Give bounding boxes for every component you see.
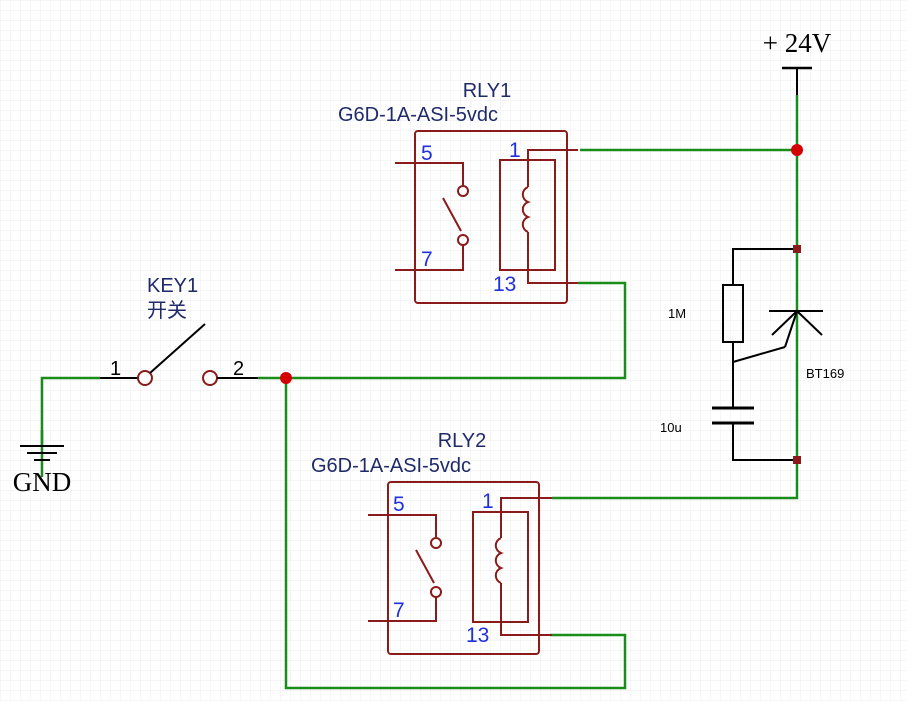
relay2-ref-label: RLY2 (438, 430, 487, 452)
thyristor-part-label: BT169 (806, 366, 844, 381)
relay-rly2: RLY2 G6D-1A-ASI-5vdc 5 7 1 13 (311, 430, 552, 655)
resistor-value-label: 1M (668, 306, 686, 321)
switch-ref-label: KEY1 (147, 275, 198, 297)
relay2-part-label: G6D-1A-ASI-5vdc (311, 455, 471, 477)
relay1-ref-label: RLY1 (463, 80, 512, 102)
relay2-pin5-label: 5 (393, 493, 405, 516)
wire-switch-to-rly1-13 (258, 281, 627, 380)
relay1-pin13-label: 13 (493, 273, 516, 296)
relay1-part-label: G6D-1A-ASI-5vdc (338, 104, 498, 126)
switch-name-label: 开关 (147, 299, 187, 322)
relay2-pin1-label: 1 (482, 490, 494, 513)
ground-label: GND (13, 467, 72, 497)
switch-pin2-label: 2 (233, 358, 244, 380)
power-24v-symbol: + 24V (763, 28, 832, 95)
power-label: + 24V (763, 28, 832, 58)
switch-key1: 1 2 KEY1 开关 (100, 275, 258, 386)
relay1-pin1-label: 1 (509, 139, 521, 162)
capacitor-value-label: 10u (660, 420, 682, 435)
relay1-pin7-label: 7 (421, 248, 433, 271)
ground-symbol: GND (13, 430, 72, 497)
switch-pin1-label: 1 (110, 358, 121, 380)
wire-switch-to-rly2-13 (284, 378, 627, 690)
relay1-pin5-label: 5 (421, 142, 433, 165)
relay2-body (387, 481, 540, 655)
rc-thyristor-network: 1M 10u BT169 (660, 245, 844, 464)
wire-24v-rail (552, 95, 799, 500)
relay1-body (414, 130, 568, 304)
thyristor-pin-top (793, 245, 801, 253)
relay2-pin7-label: 7 (393, 599, 405, 622)
junction-dot-switch (280, 372, 292, 384)
junction-dot-24v (791, 144, 803, 156)
thyristor-pin-bottom (793, 456, 801, 464)
relay-rly1: RLY1 G6D-1A-ASI-5vdc 5 7 1 13 (338, 80, 578, 304)
relay2-pin13-label: 13 (466, 624, 489, 647)
